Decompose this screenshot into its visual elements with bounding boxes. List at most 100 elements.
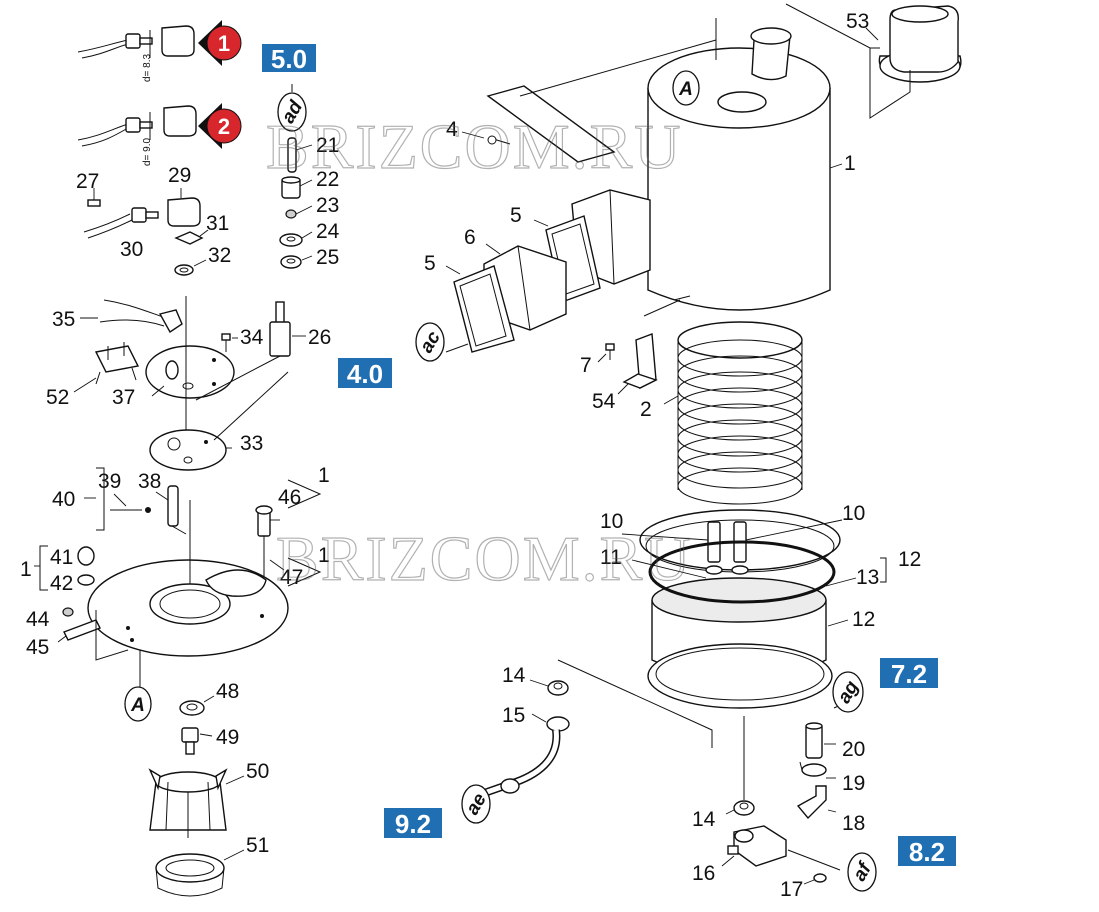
- part-number-32: 32: [208, 244, 231, 267]
- part-number-14a: 14: [502, 664, 526, 687]
- section-badge-9-2: 9.2: [384, 808, 442, 839]
- part-54-bracket: [622, 333, 658, 390]
- part-number-4: 4: [446, 118, 458, 141]
- part-number-5a: 5: [510, 204, 522, 227]
- part-number-38: 38: [138, 470, 161, 493]
- section-badge-4-0: 4.0: [338, 358, 392, 389]
- sensor-variant-2: [77, 105, 197, 147]
- alert-marker-1-dot: [206, 25, 242, 61]
- part-number-54: 54: [592, 390, 616, 413]
- part-number-44: 44: [26, 608, 50, 631]
- part-14-nut-top: [547, 680, 569, 696]
- part-number-7: 7: [580, 354, 592, 377]
- part-49-nozzle: [181, 727, 199, 755]
- part-number-20: 20: [842, 738, 865, 761]
- part-15-fitting: [546, 716, 570, 732]
- part-number-18: 18: [842, 812, 865, 835]
- part-46-pin: [255, 505, 273, 537]
- part-number-21: 21: [316, 134, 339, 157]
- part-20-tube: [805, 722, 823, 759]
- dimension-label-1: d= 8.3: [142, 53, 153, 82]
- watermark-top: BRIZCOM.RU: [266, 111, 683, 182]
- pipe-line: [468, 729, 561, 802]
- part-18-elbow: [796, 785, 827, 820]
- alert-marker-2-dot: [206, 108, 242, 144]
- circle-label-ad: ad: [277, 92, 307, 132]
- part-number-31: 31: [206, 212, 229, 235]
- part-number-11: 11: [600, 546, 622, 569]
- alert-marker-2: 2: [198, 103, 242, 149]
- part-38-igniter: [167, 485, 187, 535]
- part-24-washer: [279, 233, 303, 247]
- part-number-47-group: 1: [318, 544, 330, 567]
- part-4-flap: [486, 85, 616, 163]
- part-53-cap: [878, 5, 962, 83]
- dimension-label-2: d= 9.0: [142, 137, 153, 166]
- part-number-15: 15: [502, 704, 525, 727]
- part-number-24: 24: [316, 220, 340, 243]
- part-44-nut: [62, 607, 74, 617]
- part-32-ring: [174, 264, 194, 276]
- part-45-bracket: [63, 619, 101, 641]
- part-number-42: 42: [50, 572, 73, 595]
- base-plate: [87, 559, 289, 657]
- circle-label-af: af: [847, 852, 877, 892]
- svg-text:A: A: [130, 695, 145, 716]
- svg-text:4.0: 4.0: [347, 359, 383, 389]
- part-2-coil: [677, 321, 803, 505]
- part-41-cap: [77, 546, 95, 566]
- part-21-pin: [287, 137, 297, 173]
- part-number-29: 29: [168, 164, 191, 187]
- circle-label-ac: ac: [415, 322, 445, 362]
- part-number-19: 19: [842, 772, 865, 795]
- part-number-1-top: 1: [844, 152, 856, 175]
- svg-text:5.0: 5.0: [271, 44, 307, 74]
- section-badge-7-2: 7.2: [880, 658, 938, 689]
- part-number-27: 27: [76, 170, 99, 193]
- part-number-5b: 5: [424, 252, 436, 275]
- circle-label-ae: ae: [461, 784, 491, 824]
- part-number-45: 45: [26, 636, 49, 659]
- circle-label-a-top: A: [672, 70, 700, 106]
- section-badge-8-2-bg: [898, 836, 956, 866]
- part-number-40: 40: [52, 488, 75, 511]
- part-37-plate: [145, 345, 235, 399]
- lower-shell: [639, 509, 841, 709]
- part-number-46-group: 1: [318, 464, 330, 487]
- section-badge-5-0: 5.0: [262, 44, 316, 74]
- alert-marker-1: 1: [198, 20, 242, 66]
- part-number-37: 37: [112, 386, 135, 409]
- part-number-10b: 10: [842, 502, 865, 525]
- part-number-17: 17: [780, 878, 803, 901]
- svg-text:9.2: 9.2: [395, 809, 431, 839]
- part-number-33: 33: [240, 432, 263, 455]
- part-1-housing: [647, 27, 831, 311]
- alert-marker-1-label: 1: [218, 31, 230, 56]
- part-number-1-group: 1: [20, 558, 32, 581]
- alert-marker-2-label: 2: [218, 114, 230, 139]
- circle-label-ag: ag: [832, 671, 864, 713]
- part-number-25: 25: [316, 246, 339, 269]
- part-34-screw: [221, 333, 231, 352]
- part-16-valve: [727, 825, 787, 867]
- part-50-diffuser: [148, 768, 228, 838]
- part-number-30: 30: [120, 238, 143, 261]
- part-number-47: 47: [280, 566, 303, 589]
- part-26-electrode: [269, 301, 291, 357]
- sensor-variant-1: [77, 25, 195, 59]
- part-39-screw: [110, 507, 151, 513]
- sensor-assembly: [83, 197, 201, 239]
- part-number-50: 50: [246, 760, 269, 783]
- section-badge-5-0-bg: [262, 44, 316, 72]
- part-number-22: 22: [316, 168, 339, 191]
- part-number-10a: 10: [600, 510, 623, 533]
- part-35-cable: [99, 299, 183, 334]
- part-number-46: 46: [278, 486, 301, 509]
- part-11-gasket: [648, 540, 836, 604]
- part-5-gasket-left: [453, 265, 515, 353]
- part-19-clamp: [799, 761, 827, 777]
- svg-text:A: A: [678, 79, 693, 100]
- part-22-sleeve: [281, 176, 301, 199]
